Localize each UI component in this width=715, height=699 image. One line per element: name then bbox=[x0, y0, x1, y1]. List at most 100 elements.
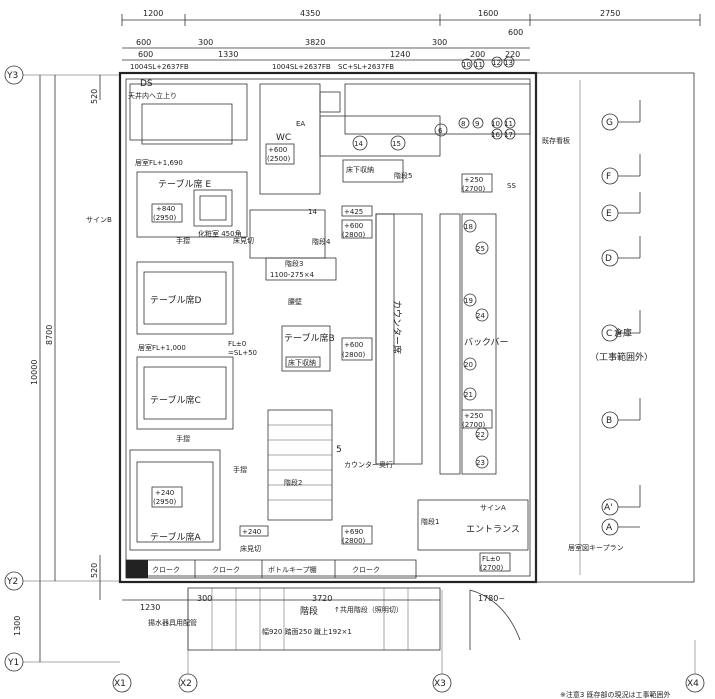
bottom-stairs: 階段 ↑共用階段（照明切） 幅920 踏面250 蹴上192×1 揚水器具用配管 bbox=[148, 587, 521, 651]
svg-text:10: 10 bbox=[491, 120, 500, 128]
dim-bot-2: 300 bbox=[197, 594, 212, 603]
dim-row2-3: 3820 bbox=[305, 38, 325, 47]
dim-left-total: 10000 bbox=[30, 360, 39, 385]
dim-left-c: 1300 bbox=[13, 616, 22, 636]
svg-text:9: 9 bbox=[475, 120, 479, 128]
table-area-d: テーブル席D bbox=[136, 261, 234, 335]
cloak-1: クローク bbox=[152, 566, 180, 574]
svg-text:+250: +250 bbox=[464, 176, 483, 184]
ea-label: EA bbox=[296, 120, 305, 128]
ss-label: SS bbox=[507, 182, 516, 190]
back-bar-label: バックバー bbox=[464, 337, 509, 348]
cloak-4: クローク bbox=[352, 566, 380, 574]
sign-b: サインB bbox=[86, 216, 112, 224]
svg-text:22: 22 bbox=[476, 431, 485, 439]
svg-text:(2700): (2700) bbox=[462, 185, 486, 193]
storage-area: 倉庫 （工事範囲外） 既存看板 居室図キープラン G F E D C B A' … bbox=[542, 80, 653, 575]
svg-text:14: 14 bbox=[354, 140, 363, 148]
svg-text:+600: +600 bbox=[344, 341, 363, 349]
svg-text:+240: +240 bbox=[242, 528, 261, 536]
svg-text:8: 8 bbox=[461, 120, 465, 128]
kitchen-top: 14 15 6 8 9 10 11 16 17 +250 (2700) SS bbox=[319, 83, 531, 193]
dim-row3-3: 1240 bbox=[390, 50, 410, 59]
table-d-label: テーブル席D bbox=[150, 294, 201, 306]
dim-row2-1: 600 bbox=[136, 38, 151, 47]
svg-text:6: 6 bbox=[438, 127, 443, 135]
back-bar: バックバー 18 25 19 24 20 21 22 23 +250 (2700… bbox=[439, 213, 509, 475]
dim-bot-4: 1780~ bbox=[478, 594, 505, 603]
svg-text:B: B bbox=[606, 416, 612, 426]
grid-y1: Y1 bbox=[7, 658, 19, 668]
outer-walls bbox=[118, 71, 695, 584]
svg-text:D: D bbox=[605, 254, 612, 264]
svg-text:(2950): (2950) bbox=[153, 498, 177, 506]
dim-row3-4: 200 bbox=[470, 50, 485, 59]
dim-bot-3: 3720 bbox=[312, 594, 332, 603]
floor-cut-2: 床見切 bbox=[240, 544, 261, 553]
svg-text:(2800): (2800) bbox=[342, 537, 366, 545]
svg-text:(2950): (2950) bbox=[153, 214, 177, 222]
stairs-note2: 幅920 踏面250 蹴上192×1 bbox=[262, 627, 352, 636]
floor-cut-1: 床見切 bbox=[233, 236, 254, 245]
dim-row3-5: 220 bbox=[505, 50, 520, 59]
footnote: ※注意3 既存部の現況は工事範囲外 bbox=[560, 690, 671, 699]
dim-row3-1: 600 bbox=[138, 50, 153, 59]
handrail-3: 手摺 bbox=[233, 465, 247, 474]
stairs-dim: 1100-275×4 bbox=[270, 271, 315, 279]
table-area-a: +240 (2950) テーブル席A 手摺 床見切 bbox=[129, 449, 261, 553]
keyplan-label: 居室図キープラン bbox=[568, 543, 624, 552]
svg-text:25: 25 bbox=[476, 245, 485, 253]
svg-text:(2800): (2800) bbox=[342, 231, 366, 239]
existing-sign: 既存看板 bbox=[542, 136, 570, 145]
grid-x3: X3 bbox=[434, 679, 446, 689]
svg-text:+240: +240 bbox=[155, 489, 174, 497]
counter-label: カウンター席 bbox=[391, 300, 403, 354]
counter-back: カウンター奥行 bbox=[344, 460, 393, 469]
dim-row3-2: 1330 bbox=[218, 50, 238, 59]
keyplan-leaders bbox=[618, 100, 641, 528]
opening-label: 揚水器具用配管 bbox=[148, 618, 197, 627]
svg-text:(2800): (2800) bbox=[342, 351, 366, 359]
dim-bot-1: 1230 bbox=[140, 603, 160, 612]
svg-text:16: 16 bbox=[491, 131, 500, 139]
stairs-bottom: 階段 bbox=[300, 605, 318, 617]
svg-text:21: 21 bbox=[464, 391, 473, 399]
svg-text:FL±0: FL±0 bbox=[482, 555, 500, 563]
table-e-label: テーブル席 E bbox=[158, 178, 211, 190]
svg-text:FL±0: FL±0 bbox=[228, 340, 246, 348]
grid-x4: X4 bbox=[687, 679, 699, 689]
dim-left-b: 520 bbox=[90, 563, 99, 578]
dim-row4-3: SC+SL+2637FB bbox=[338, 63, 394, 71]
stairs-3: 階段3 bbox=[285, 259, 303, 268]
table-area-c: 居室FL+1,000 テーブル席C FL±0 =SL+50 手摺 bbox=[136, 340, 257, 443]
grid-y3: Y3 bbox=[6, 71, 18, 81]
keyplan-bubbles: G F E D C B A' A bbox=[601, 113, 619, 536]
svg-text:13: 13 bbox=[504, 59, 513, 67]
toilet-wc-label: 化粧室 450角 bbox=[198, 229, 242, 238]
svg-text:12: 12 bbox=[492, 59, 501, 67]
grid-x1: X1 bbox=[114, 679, 126, 689]
stairs-4: 階段4 bbox=[312, 237, 331, 246]
table-area-e: DS 天井内へ立上り 居室FL+1,690 テーブル席 E +840 (2950… bbox=[86, 79, 254, 245]
svg-text:E: E bbox=[606, 209, 612, 219]
dim-row4-1: 1004SL+2637FB bbox=[130, 63, 189, 71]
dim-left-mid: 8700 bbox=[45, 325, 54, 345]
svg-text:11: 11 bbox=[504, 120, 513, 128]
svg-text:F: F bbox=[606, 172, 611, 182]
dim-row4-2: 1004SL+2637FB bbox=[272, 63, 331, 71]
cloak-2: クローク bbox=[212, 566, 240, 574]
grid-x2: X2 bbox=[180, 679, 192, 689]
wall-label: 腰壁 bbox=[288, 297, 302, 306]
svg-text:C: C bbox=[606, 329, 612, 339]
svg-text:+690: +690 bbox=[344, 528, 363, 536]
svg-text:(2700): (2700) bbox=[480, 564, 504, 572]
handrail-1: 手摺 bbox=[176, 236, 190, 245]
floor-e: 居室FL+1,690 bbox=[135, 158, 183, 167]
svg-text:19: 19 bbox=[464, 297, 473, 305]
table-c-label: テーブル席C bbox=[150, 394, 201, 406]
grid-y2: Y2 bbox=[6, 577, 18, 587]
dim-top-4: 2750 bbox=[600, 9, 620, 18]
svg-text:23: 23 bbox=[476, 459, 485, 467]
dim-row2-2: 300 bbox=[198, 38, 213, 47]
svg-text:+600: +600 bbox=[268, 146, 287, 154]
